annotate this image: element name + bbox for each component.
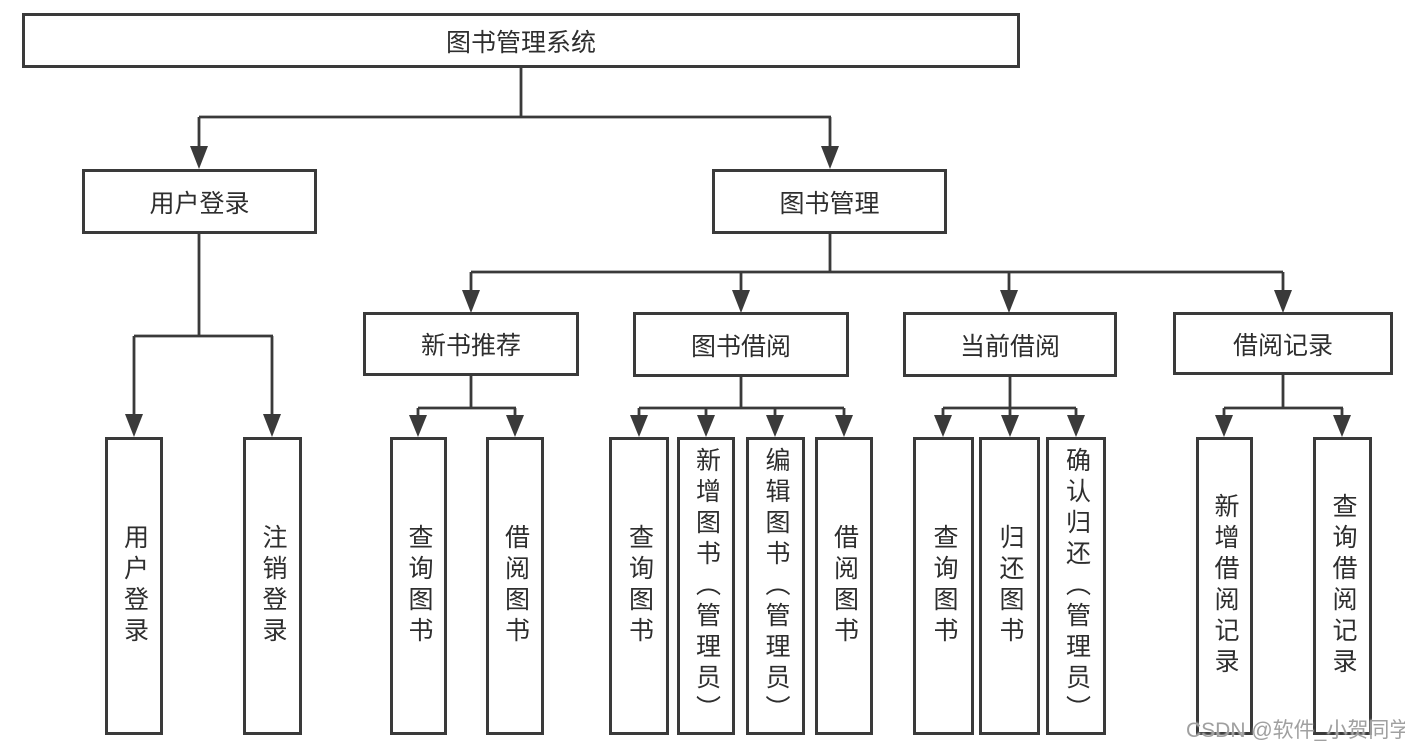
leaf-query-books-recommend-label: 查询图书 xyxy=(405,524,433,648)
node-borrowing-records: 借阅记录 xyxy=(1173,312,1393,375)
node-book-borrowing-label: 图书借阅 xyxy=(690,332,791,361)
node-user-login-label: 用户登录 xyxy=(149,189,250,218)
node-current-borrowing-label: 当前借阅 xyxy=(959,332,1060,361)
leaf-query-borrow-record-label: 查询借阅记录 xyxy=(1329,493,1357,679)
leaf-user-login: 用户登录 xyxy=(105,437,163,735)
leaf-borrow-books-borrowing-label: 借阅图书 xyxy=(830,524,859,648)
leaf-query-books-borrowing: 查询图书 xyxy=(609,437,669,735)
csdn-watermark: CSDN @软件_小贺同学 xyxy=(1186,719,1405,742)
leaf-query-books-current-label: 查询图书 xyxy=(930,524,958,648)
leaf-borrow-books-borrowing: 借阅图书 xyxy=(815,437,873,735)
leaf-query-books-current: 查询图书 xyxy=(913,437,974,735)
leaf-confirm-return-admin-label: 确认归还（管理员） xyxy=(1062,446,1091,726)
node-borrowing-records-label: 借阅记录 xyxy=(1232,331,1333,360)
leaf-add-books-admin: 新增图书（管理员） xyxy=(677,437,735,735)
leaf-return-books-label: 归还图书 xyxy=(996,524,1024,648)
leaf-logout-login-label: 注销登录 xyxy=(259,524,287,648)
node-root-label: 图书管理系统 xyxy=(445,28,596,57)
node-book-management: 图书管理 xyxy=(712,169,947,234)
leaf-query-books-recommend: 查询图书 xyxy=(390,437,447,735)
node-current-borrowing: 当前借阅 xyxy=(903,312,1117,377)
connector-new-books-children xyxy=(409,376,524,437)
node-user-login: 用户登录 xyxy=(82,169,317,234)
leaf-user-login-label: 用户登录 xyxy=(120,524,149,648)
leaf-borrow-books-recommend-label: 借阅图书 xyxy=(501,524,530,648)
node-root-library-system: 图书管理系统 xyxy=(22,13,1020,68)
node-book-management-label: 图书管理 xyxy=(779,189,880,218)
node-new-book-recommend-label: 新书推荐 xyxy=(420,332,521,360)
connector-book-borrow-children xyxy=(630,377,853,437)
leaf-add-borrow-record-label: 新增借阅记录 xyxy=(1211,493,1239,679)
leaf-confirm-return-admin: 确认归还（管理员） xyxy=(1046,437,1106,735)
leaf-query-books-borrowing-label: 查询图书 xyxy=(625,524,654,648)
leaf-add-borrow-record: 新增借阅记录 xyxy=(1196,437,1253,735)
leaf-edit-books-admin-label: 编辑图书（管理员） xyxy=(762,446,790,726)
connector-root-to-level2 xyxy=(190,68,839,169)
connector-user-login-children xyxy=(125,233,281,437)
connector-book-mgmt-children xyxy=(462,234,1292,313)
leaf-logout-login: 注销登录 xyxy=(243,437,302,735)
connector-current-borrow-children xyxy=(934,377,1085,437)
leaf-return-books: 归还图书 xyxy=(979,437,1040,735)
leaf-edit-books-admin: 编辑图书（管理员） xyxy=(746,437,805,735)
connector-borrow-records-children xyxy=(1215,375,1351,437)
leaf-add-books-admin-label: 新增图书（管理员） xyxy=(692,446,721,726)
leaf-borrow-books-recommend: 借阅图书 xyxy=(486,437,544,735)
node-new-book-recommend: 新书推荐 xyxy=(363,312,579,376)
node-book-borrowing: 图书借阅 xyxy=(633,312,849,377)
leaf-query-borrow-record: 查询借阅记录 xyxy=(1313,437,1372,735)
